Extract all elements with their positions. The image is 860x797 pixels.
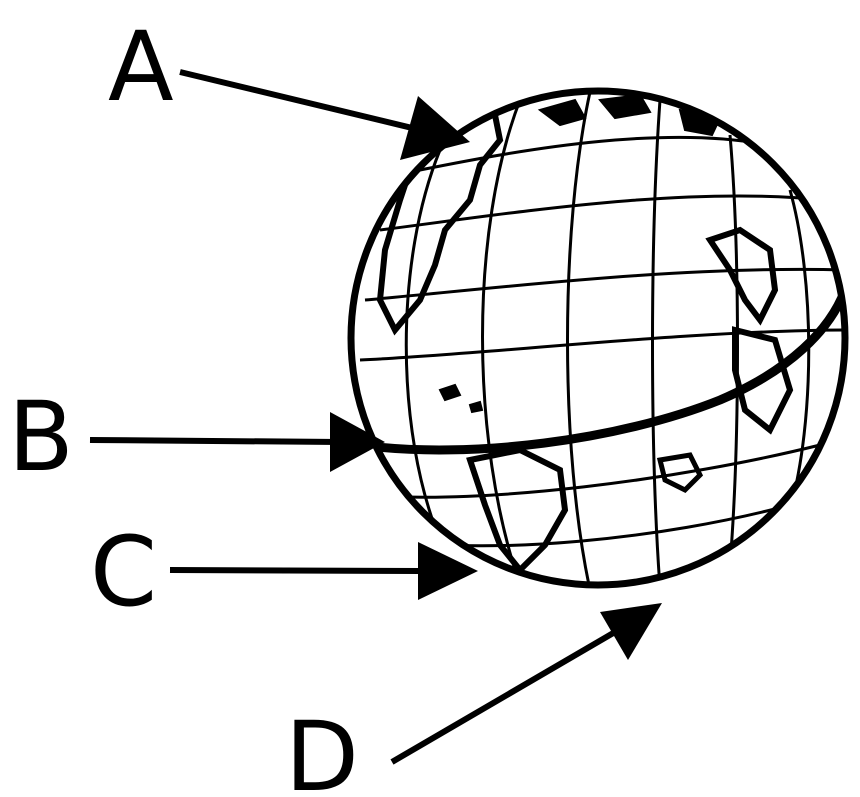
callout-a: A [108,11,470,160]
label-a: A [108,11,174,123]
callout-c: C [90,516,478,628]
callout-b: B [8,381,385,493]
arrow-d [392,632,615,762]
arrowhead-d [600,603,662,660]
label-d: D [285,701,359,797]
globe [351,91,850,592]
callout-d: D [285,603,662,797]
label-b: B [8,381,74,493]
arrow-b [90,440,340,442]
label-c: C [90,516,157,628]
arrow-c [170,570,420,571]
